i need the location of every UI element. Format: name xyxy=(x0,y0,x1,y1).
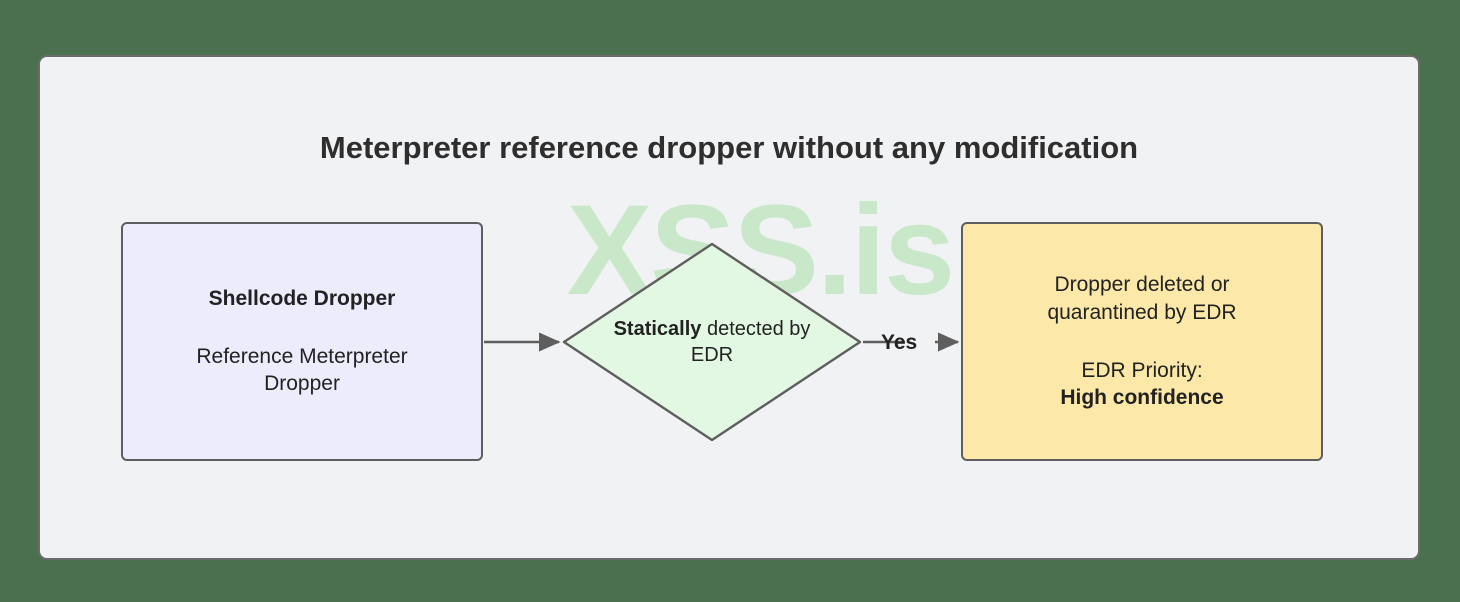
node-shellcode-dropper[interactable]: Shellcode Dropper Reference Meterpreter … xyxy=(121,222,483,461)
page-title: Meterpreter reference dropper without an… xyxy=(319,130,1139,165)
diamond-shape xyxy=(562,242,862,442)
node-statically-detected[interactable]: Statically detected by EDR xyxy=(562,242,862,442)
diagram-panel: XSS.is Meterpreter reference dropper wit… xyxy=(38,55,1420,560)
node-statically-detected-label-rest: detected by EDR xyxy=(690,318,811,366)
node-shellcode-dropper-body: Reference Meterpreter Dropper xyxy=(196,344,408,396)
edge-label-yes: Yes xyxy=(881,331,918,354)
node-dropper-deleted-body: Dropper deleted or quarantined by EDR xyxy=(1047,273,1237,324)
node-dropper-deleted-priority-value: High confidence xyxy=(1060,386,1224,410)
node-statically-detected-label: Statically detected by EDR xyxy=(597,316,827,368)
node-dropper-deleted-priority-label: EDR Priority: xyxy=(1081,358,1203,382)
node-statically-detected-label-bold: Statically xyxy=(613,318,702,340)
flowchart: Shellcode Dropper Reference Meterpreter … xyxy=(40,57,1418,558)
node-shellcode-dropper-heading: Shellcode Dropper xyxy=(208,286,396,310)
node-dropper-deleted[interactable]: Dropper deleted or quarantined by EDR ED… xyxy=(961,222,1323,461)
